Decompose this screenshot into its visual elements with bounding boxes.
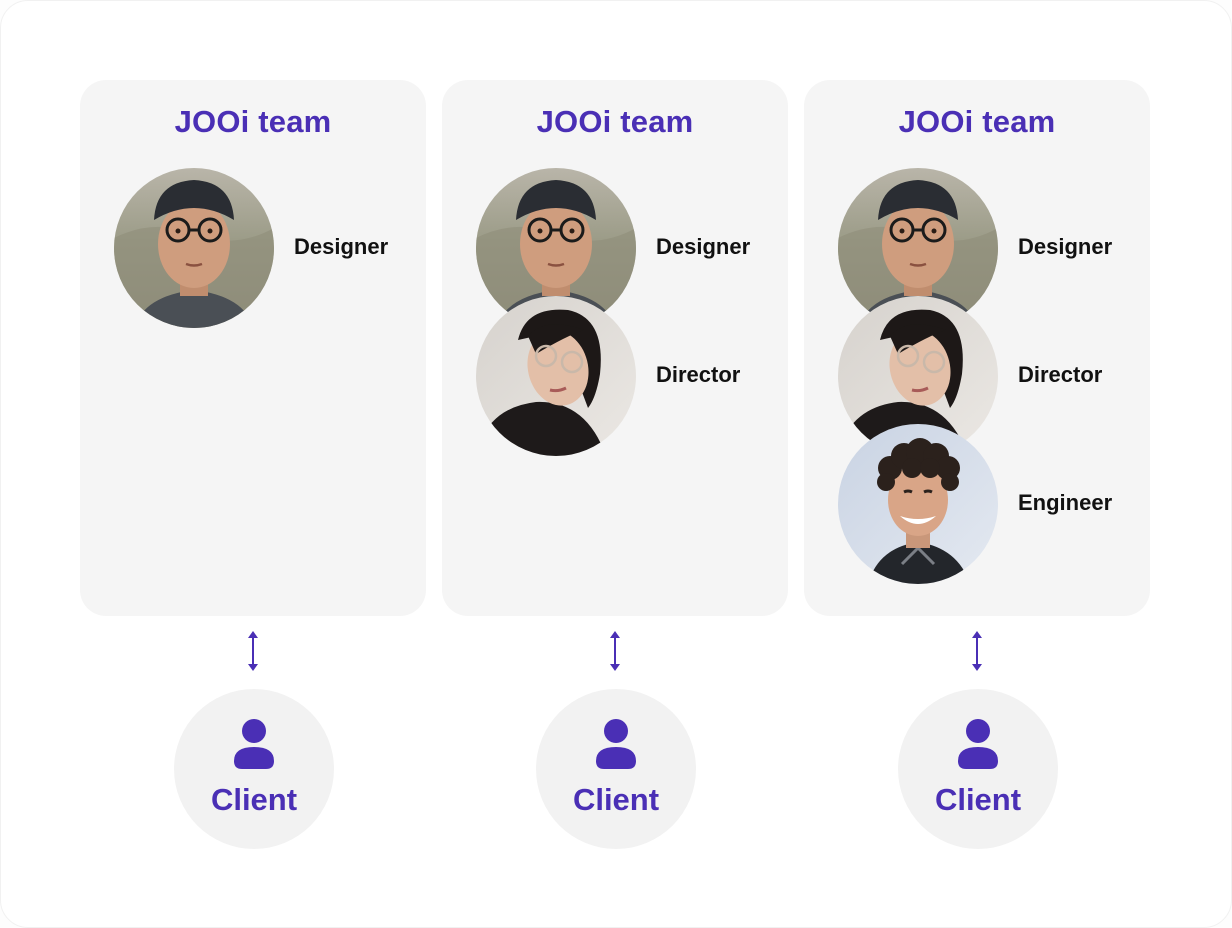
team-card: JOOi team Designer xyxy=(80,80,426,616)
client-label: Client xyxy=(934,782,1022,817)
member-director: Director xyxy=(476,296,806,456)
member-designer: Designer xyxy=(476,168,806,328)
avatar xyxy=(838,424,998,584)
user-icon xyxy=(234,719,274,769)
double-arrow-icon xyxy=(248,631,258,671)
member-designer: Designer xyxy=(838,168,1168,328)
team-column-2: JOOi team Designer Director Client xyxy=(442,80,788,928)
team-card: JOOi team Designer Director xyxy=(442,80,788,616)
role-label: Designer xyxy=(656,234,751,259)
client-node: Client xyxy=(536,689,696,849)
member-director: Director xyxy=(838,296,1168,456)
role-label: Engineer xyxy=(1018,490,1113,515)
role-label: Designer xyxy=(294,234,389,259)
role-label: Designer xyxy=(1018,234,1113,259)
user-icon xyxy=(958,719,998,769)
team-card: JOOi team Designer Director Engineer xyxy=(804,80,1150,616)
team-column-1: JOOi team Designer Client xyxy=(80,80,426,928)
team-title: JOOi team xyxy=(536,104,694,139)
team-column-3: JOOi team Designer Director Engineer xyxy=(804,80,1150,928)
member-designer: Designer xyxy=(114,168,444,328)
team-title: JOOi team xyxy=(898,104,1056,139)
member-engineer: Engineer xyxy=(838,424,1168,584)
role-label: Director xyxy=(656,362,741,387)
double-arrow-icon xyxy=(972,631,982,671)
double-arrow-icon xyxy=(610,631,620,671)
client-node: Client xyxy=(174,689,334,849)
avatar xyxy=(476,296,636,456)
client-node: Client xyxy=(898,689,1058,849)
user-icon xyxy=(596,719,636,769)
client-label: Client xyxy=(210,782,298,817)
avatar xyxy=(114,168,274,328)
client-label: Client xyxy=(572,782,660,817)
role-label: Director xyxy=(1018,362,1103,387)
team-title: JOOi team xyxy=(174,104,332,139)
